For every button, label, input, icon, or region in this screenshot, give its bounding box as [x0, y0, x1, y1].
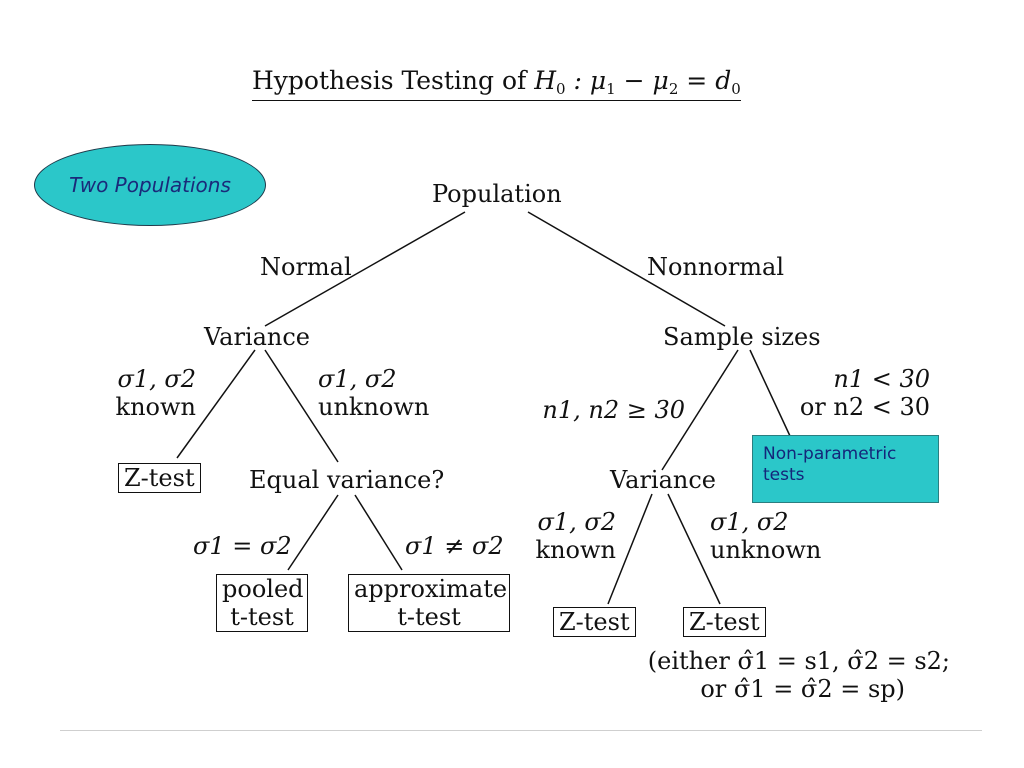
node-equal-variance: Equal variance?	[249, 466, 445, 494]
edge-variance-unknown	[264, 349, 339, 463]
known-left-label: known	[115, 393, 196, 421]
node-sample-sizes: Sample sizes	[663, 323, 821, 351]
unknown-right-params: σ1, σ2	[710, 508, 789, 536]
edge-population-normal	[264, 211, 466, 327]
title-formula-minus: − μ	[615, 66, 669, 95]
title-formula-h: H	[534, 66, 557, 95]
small-n-line1: n1 < 30	[833, 365, 930, 393]
nonparametric-tests-box: Non-parametric tests	[752, 435, 939, 503]
edge-samplesizes-large	[661, 349, 739, 471]
unknown-right-label: unknown	[710, 536, 822, 564]
known-left-params: σ1, σ2	[117, 365, 196, 393]
unknown-left-params: σ1, σ2	[318, 365, 397, 393]
ztest-right1-box: Z-test	[553, 607, 636, 637]
label-sigma-not-equal: σ1 ≠ σ2	[405, 532, 504, 560]
two-populations-badge: Two Populations	[34, 144, 266, 226]
title-formula-a: : μ	[565, 66, 607, 95]
title-d-sub: 0	[731, 80, 741, 98]
node-nonnormal: Nonnormal	[647, 253, 785, 281]
title-mu2-sub: 2	[668, 80, 679, 98]
small-n-line2: or n2 < 30	[799, 393, 930, 421]
title-formula-h-sub: 0	[556, 80, 566, 98]
label-unknown-left: σ1, σ2 unknown	[318, 365, 429, 421]
title-mu1-sub: 1	[606, 80, 616, 98]
estimator-note: (either σ̂1 = s1, σ̂2 = s2; or σ̂1 = σ̂2…	[600, 647, 950, 703]
ztest-right2-box: Z-test	[683, 607, 766, 637]
edge-equal-pooled	[287, 494, 339, 571]
unknown-left-label: unknown	[318, 393, 430, 421]
pooled-line2: t-test	[230, 603, 294, 631]
note-line2: or σ̂1 = σ̂2 = sp)	[700, 675, 905, 703]
label-known-right: σ1, σ2 known	[530, 508, 616, 564]
pooled-ttest-box: pooled t-test	[216, 574, 308, 632]
pooled-line1: pooled	[222, 575, 304, 603]
node-normal: Normal	[260, 253, 352, 281]
footer-divider	[60, 730, 982, 731]
approximate-ttest-box: approximate t-test	[348, 574, 510, 632]
label-small-n: n1 < 30 or n2 < 30	[780, 365, 930, 421]
edge-variance-right-known	[607, 493, 653, 605]
node-variance-left: Variance	[204, 323, 310, 351]
note-line1: (either σ̂1 = s1, σ̂2 = s2;	[647, 647, 950, 675]
title-formula-eq: = d	[678, 66, 732, 95]
ztest-left-box: Z-test	[118, 463, 201, 493]
label-large-n: n1, n2 ≥ 30	[542, 396, 685, 424]
title-text: Hypothesis Testing of	[252, 66, 535, 95]
page-title: Hypothesis Testing of H0 : μ1 − μ2 = d0	[252, 66, 741, 101]
edge-samplesizes-small	[749, 349, 791, 437]
approx-line2: t-test	[397, 603, 461, 631]
known-right-params: σ1, σ2	[537, 508, 616, 536]
node-variance-right: Variance	[610, 466, 716, 494]
edge-variance-known	[176, 349, 256, 459]
node-population: Population	[432, 180, 562, 208]
edge-equal-approx	[354, 494, 403, 571]
two-populations-label: Two Populations	[69, 173, 231, 197]
approx-line1: approximate	[354, 575, 508, 603]
known-right-label: known	[535, 536, 616, 564]
edge-variance-right-unknown	[667, 493, 721, 605]
label-unknown-right: σ1, σ2 unknown	[710, 508, 821, 564]
edge-population-nonnormal	[527, 211, 726, 327]
label-known-left: σ1, σ2 known	[108, 365, 196, 421]
label-sigma-equal: σ1 = σ2	[193, 532, 292, 560]
